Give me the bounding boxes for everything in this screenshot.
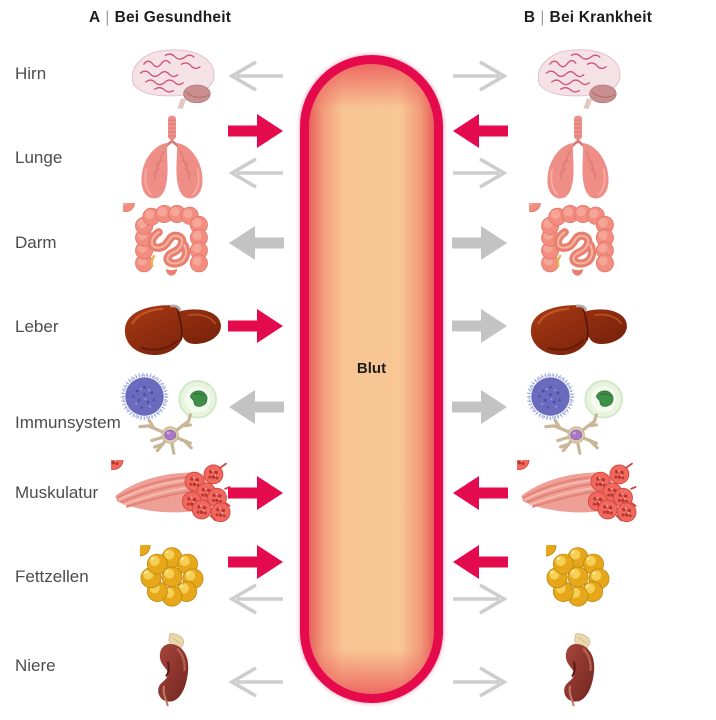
liver-icon xyxy=(116,297,228,362)
brain-icon xyxy=(523,45,633,109)
row-label-darm: Darm xyxy=(15,233,57,252)
arrow-red-left-icon xyxy=(452,544,508,580)
lungs-icon xyxy=(534,114,622,202)
row-label-immunsystem: Immunsystem xyxy=(15,413,121,432)
panel-b-divider: | xyxy=(540,9,545,26)
liver-icon xyxy=(522,297,634,362)
intestine-icon xyxy=(123,203,220,287)
arrow-faint-right-icon xyxy=(452,664,508,700)
immune-cells-icon xyxy=(117,369,227,457)
muscle-icon xyxy=(111,460,233,523)
fat-cells-icon xyxy=(140,545,204,607)
panel-a-divider: | xyxy=(105,9,110,26)
fat-cells-icon xyxy=(546,545,610,607)
kidney-icon xyxy=(143,632,200,708)
panel-a-label: Bei Gesundheit xyxy=(114,9,232,26)
panel-b-title: B|Bei Krankheit xyxy=(524,9,652,27)
arrow-gray-left-icon xyxy=(228,225,284,261)
arrow-red-right-icon xyxy=(228,475,284,511)
row-label-leber: Leber xyxy=(15,317,59,336)
muscle-icon xyxy=(517,460,639,523)
arrow-red-left-icon xyxy=(452,113,508,149)
arrow-faint-right-icon xyxy=(452,581,508,617)
lungs-icon xyxy=(128,114,216,202)
arrow-faint-left-icon xyxy=(228,155,284,191)
arrow-gray-left-icon xyxy=(228,389,284,425)
arrow-gray-right-icon xyxy=(452,389,508,425)
panel-a-letter: A xyxy=(88,9,101,26)
arrow-gray-right-icon xyxy=(452,308,508,344)
row-label-lunge: Lunge xyxy=(15,148,63,167)
arrow-gray-right-icon xyxy=(452,225,508,261)
blood-column-fill xyxy=(309,64,434,694)
row-label-fettzellen: Fettzellen xyxy=(15,567,89,586)
panel-a-title: A|Bei Gesundheit xyxy=(89,9,231,27)
brain-icon xyxy=(117,45,227,109)
arrow-faint-left-icon xyxy=(228,664,284,700)
row-label-muskulatur: Muskulatur xyxy=(15,483,99,502)
arrow-faint-right-icon xyxy=(452,58,508,94)
arrow-red-left-icon xyxy=(452,475,508,511)
row-label-hirn: Hirn xyxy=(15,64,47,83)
row-label-niere: Niere xyxy=(15,656,56,675)
blood-label: Blut xyxy=(356,360,387,377)
kidney-icon xyxy=(549,632,606,708)
panel-b-label: Bei Krankheit xyxy=(549,9,653,26)
arrow-faint-left-icon xyxy=(228,581,284,617)
immune-cells-icon xyxy=(523,369,633,457)
arrow-faint-left-icon xyxy=(228,58,284,94)
arrow-red-right-icon xyxy=(228,544,284,580)
blood-column xyxy=(300,55,443,703)
panel-b-letter: B xyxy=(523,9,536,26)
arrow-faint-right-icon xyxy=(452,155,508,191)
arrow-red-right-icon xyxy=(228,308,284,344)
intestine-icon xyxy=(529,203,626,287)
arrow-red-right-icon xyxy=(228,113,284,149)
